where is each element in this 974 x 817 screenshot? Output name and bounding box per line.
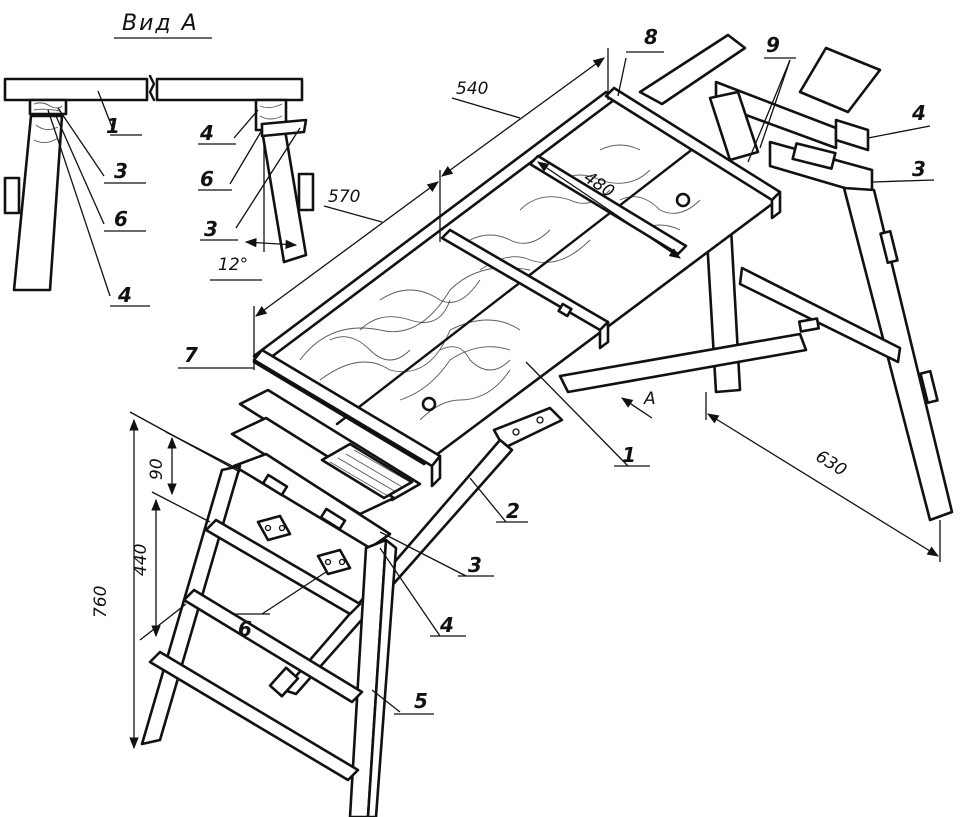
deck-bolt-front bbox=[421, 396, 437, 412]
label-3: 3 bbox=[468, 553, 482, 577]
inset-label-4-right: 4 bbox=[199, 121, 214, 145]
rear-brace bbox=[738, 266, 902, 364]
back-board-top bbox=[798, 46, 882, 114]
back-post-block bbox=[708, 90, 760, 162]
inset-label-6-left: 6 bbox=[114, 207, 128, 231]
inset-board-left bbox=[3, 77, 149, 102]
inset-wedge bbox=[260, 118, 308, 138]
dimension-760: 760 bbox=[91, 586, 111, 618]
dimension-540: 540 bbox=[456, 79, 488, 99]
inset-label-3-right: 3 bbox=[204, 217, 218, 241]
dimension-90: 90 bbox=[147, 458, 167, 480]
view-title: Вид А bbox=[122, 11, 199, 36]
back-cleat-4 bbox=[834, 118, 870, 152]
label-7: 7 bbox=[184, 343, 198, 367]
ladder-rung-2 bbox=[182, 588, 364, 704]
inset-label-6-right: 6 bbox=[200, 167, 214, 191]
label-9: 9 bbox=[766, 33, 780, 57]
under-board-grooved bbox=[320, 442, 414, 500]
deck-bolt-back bbox=[675, 192, 691, 208]
inset-label-1: 1 bbox=[106, 114, 120, 138]
ladder-leg-right-5 bbox=[348, 538, 388, 817]
label-1: 1 bbox=[622, 443, 636, 467]
label-3-back: 3 bbox=[912, 157, 926, 181]
label-6: 6 bbox=[238, 617, 252, 641]
inset-label-3-left: 3 bbox=[114, 159, 128, 183]
dimension-630: 630 bbox=[812, 447, 850, 481]
support-strut-upper bbox=[558, 332, 808, 394]
label-2: 2 bbox=[506, 499, 520, 523]
ladder-rung-1 bbox=[204, 518, 362, 616]
label-8: 8 bbox=[644, 25, 658, 49]
view-a-inset: Вид А 12° 1 3 6 4 bbox=[3, 11, 315, 307]
back-rail-far bbox=[638, 33, 747, 106]
label-5: 5 bbox=[414, 689, 428, 713]
inset-break-mark bbox=[148, 74, 156, 102]
angle-12-label: 12° bbox=[218, 255, 248, 275]
label-4: 4 bbox=[439, 613, 454, 637]
dimension-440: 440 bbox=[131, 544, 151, 576]
back-hinge-plate bbox=[791, 142, 837, 170]
plate-6-upper bbox=[256, 514, 292, 542]
part-labels: 8 9 4 3 7 1 2 3 4 6 5 bbox=[178, 25, 935, 715]
inset-board-right bbox=[155, 77, 304, 102]
view-a-arrow bbox=[621, 397, 653, 419]
support-strut-2 bbox=[282, 438, 514, 696]
plate-6-lower bbox=[316, 548, 352, 576]
inset-leg-left bbox=[12, 114, 64, 292]
label-4-back: 4 bbox=[911, 101, 926, 125]
view-arrow-label: A bbox=[643, 389, 656, 409]
inset-label-4-left: 4 bbox=[117, 283, 132, 307]
inset-cleat-left bbox=[3, 176, 21, 215]
dimension-570: 570 bbox=[328, 187, 360, 207]
ladder-rung-3 bbox=[148, 650, 360, 782]
inset-cleat-right bbox=[297, 172, 315, 212]
